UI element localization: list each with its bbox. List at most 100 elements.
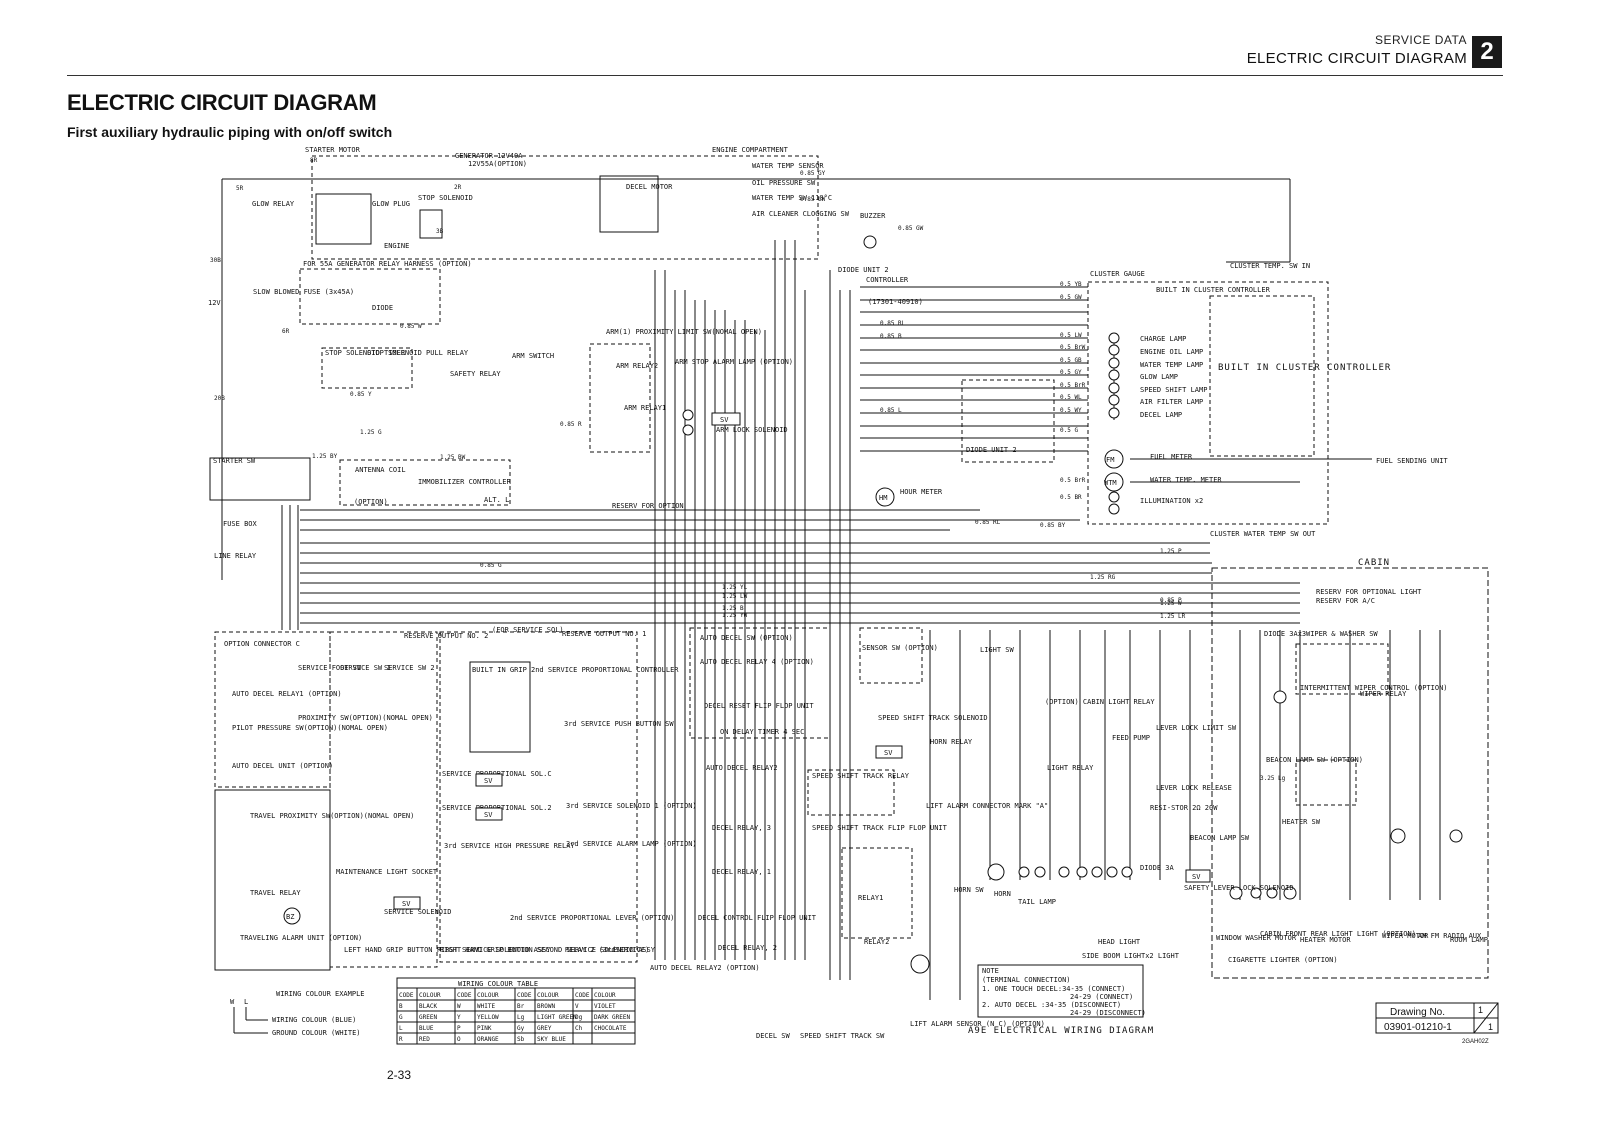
label-decel-relay1: DECEL RELAY, 1 xyxy=(712,868,771,876)
colour-table-cell: Gy xyxy=(517,1025,525,1032)
label-feed-pump: FEED PUMP xyxy=(1112,734,1150,742)
label-arm-switch: ARM SWITCH xyxy=(512,352,554,360)
label-engine-compartment: ENGINE COMPARTMENT xyxy=(712,146,789,154)
drawing-no: 03901-01210-1 xyxy=(1384,1022,1452,1033)
label-auto-decel-relay1: AUTO DECEL RELAY1 (OPTION) xyxy=(232,690,342,698)
label-fuel-sending: FUEL SENDING UNIT xyxy=(1376,457,1448,465)
label-3rd-alarm: 3rd SERVICE ALARM LAMP (OPTION) xyxy=(566,840,697,848)
label-wtm: WTM xyxy=(1104,479,1117,487)
wire-label: 0.5 BrR xyxy=(1060,382,1086,389)
label-heater-motor: HEATER MOTOR xyxy=(1300,936,1351,944)
page-number: 2-33 xyxy=(387,1068,412,1082)
wire-label: 0.5 WL xyxy=(1060,394,1082,401)
colour-table-cell: PINK xyxy=(477,1025,492,1032)
drawing-no-label: Drawing No. xyxy=(1390,1007,1445,1018)
label-water-temp-sensor: WATER TEMP SENSOR xyxy=(752,162,824,170)
wire-label: 0.85 G xyxy=(480,562,502,569)
colour-table-cell: Y xyxy=(457,1014,461,1021)
label-generator2: 12V55A(OPTION) xyxy=(468,160,527,168)
label-cabin-front-rear: CABIN FRONT REAR LIGHT LIGHT (OPTION) xyxy=(1260,930,1416,938)
label-auto-decel-relay2b: AUTO DECEL RELAY2 (OPTION) xyxy=(650,964,760,972)
note-l1: 1. ONE TOUCH DECEL:34-35 (CONNECT) xyxy=(982,985,1125,993)
label-speed-shift-relay: SPEED SHIFT TRACK RELAY xyxy=(812,772,910,780)
label-arm-stop-alarm: ARM STOP ALARM LAMP (OPTION) xyxy=(675,358,793,366)
label-water-temp-meter: WATER TEMP. METER xyxy=(1150,476,1222,484)
label-arm-relay1: ARM RELAY1 xyxy=(624,404,666,412)
wire-label: 6R xyxy=(282,328,290,335)
label-horn: HORN xyxy=(994,890,1011,898)
running-title: ELECTRIC CIRCUIT DIAGRAM xyxy=(1246,50,1467,67)
label-water-temp-lamp: WATER TEMP LAMP xyxy=(1140,361,1203,369)
page-subtitle: First auxiliary hydraulic piping with on… xyxy=(67,124,393,140)
label-option-imm: (OPTION) xyxy=(354,498,388,506)
note-l2b: 24-29 (DISCONNECT) xyxy=(1070,1009,1146,1017)
label-fuse-box: FUSE BOX xyxy=(223,520,258,528)
label-decel-control: DECEL CONTROL FLIP FLOP UNIT xyxy=(698,914,817,922)
label-water-temp-sw: WATER TEMP SW 110°C xyxy=(752,194,832,202)
sv-label: SV xyxy=(884,749,893,757)
wire-label: 0.5 YB xyxy=(1060,281,1082,288)
wire-label: 0.5 GY xyxy=(1060,369,1082,376)
label-engine-oil-lamp: ENGINE OIL LAMP xyxy=(1140,348,1203,356)
wire-label: 0.85 B xyxy=(880,333,902,340)
built-in-cluster-label: BUILT IN CLUSTER CONTROLLER xyxy=(1218,363,1391,373)
label-window-washer: WINDOW WASHER MOTOR xyxy=(1216,934,1297,942)
colour-table-cell: BLUE xyxy=(419,1025,434,1032)
label-cluster-water-out: CLUSTER WATER TEMP SW OUT xyxy=(1210,530,1316,538)
colour-table-cell: V xyxy=(575,1003,579,1010)
example-blue: WIRING COLOUR (BLUE) xyxy=(272,1016,356,1024)
label-buzzer: BUZZER xyxy=(860,212,886,220)
label-sensor-sw: SENSOR SW (OPTION) xyxy=(862,644,938,652)
label-traveling-alarm: TRAVELING ALARM UNIT (OPTION) xyxy=(240,934,362,942)
label-tail-lamp: TAIL LAMP xyxy=(1018,898,1056,906)
section-label: SERVICE DATA xyxy=(1374,33,1467,47)
wire-label: 0.85 BY xyxy=(1040,522,1066,529)
label-controller: CONTROLLER xyxy=(866,276,909,284)
label-intermittent: INTERMITTENT WIPER CONTROL (OPTION) xyxy=(1300,684,1448,692)
label-stop-solenoid: STOP SOLENOID xyxy=(418,194,473,202)
colour-table-cell: G xyxy=(399,1014,403,1021)
note-l2: 2. AUTO DECEL :34-35 (DISCONNECT) xyxy=(982,1001,1121,1009)
label-beacon-sw2: BEACON LAMP SW (OPTION) xyxy=(1266,756,1363,764)
diagram-title: A9E ELECTRICAL WIRING DIAGRAM xyxy=(968,1026,1154,1036)
label-fuel-meter: FUEL METER xyxy=(1150,453,1193,461)
colour-table-cell: GREEN xyxy=(419,1014,437,1021)
label-travel-relay: TRAVEL RELAY xyxy=(250,889,301,897)
colour-table-header: CODE xyxy=(575,992,590,999)
label-controller-no: (17301-40910) xyxy=(868,298,923,306)
label-speed-shift-sol: SPEED SHIFT TRACK SOLENOID xyxy=(878,714,988,722)
colour-table-cell: SKY BLUE xyxy=(537,1036,566,1043)
label-decel-reset: DECEL RESET FLIP FLOP UNIT xyxy=(704,702,814,710)
colour-table-header: CODE xyxy=(457,992,472,999)
example-white: GROUND COLOUR (WHITE) xyxy=(272,1029,361,1037)
label-decel-sw: DECEL SW xyxy=(756,1032,791,1040)
label-battery-v: 12V xyxy=(208,299,221,307)
page-title: ELECTRIC CIRCUIT DIAGRAM xyxy=(67,90,377,115)
label-reserv-light: RESERV FOR OPTIONAL LIGHT xyxy=(1316,588,1422,596)
label-cabin-light-relay: (OPTION) CABIN LIGHT RELAY xyxy=(1045,698,1155,706)
colour-table-cell: YELLOW xyxy=(477,1014,499,1021)
label-safety-relay: SAFETY RELAY xyxy=(450,370,501,378)
note-title: NOTE xyxy=(982,967,999,975)
colour-table-cell: R xyxy=(399,1036,403,1043)
label-oil-pressure: OIL PRESSURE SW xyxy=(752,179,816,187)
colour-table-cell: BLACK xyxy=(419,1003,437,1010)
wire-label: 1.25 BY xyxy=(312,453,338,460)
label-wiper-relay: WIPER RELAY xyxy=(1360,690,1407,698)
label-auto-decel-unit: AUTO DECEL UNIT (OPTION) xyxy=(232,762,333,770)
label-speed-shift-sw: SPEED SHIFT TRACK SW xyxy=(800,1032,885,1040)
figure-id: 2GAH02Z xyxy=(1462,1039,1489,1045)
label-2nd-lever: 2nd SERVICE PROPORTIONAL LEVER (OPTION) xyxy=(510,914,674,922)
label-stop-timer: STOP SOLENOID TIMER xyxy=(325,349,406,357)
wire-label: 1.25 BW xyxy=(440,454,466,461)
label-light-sw: LIGHT SW xyxy=(980,646,1015,654)
label-decel-lamp: DECEL LAMP xyxy=(1140,411,1182,419)
label-speed-shift-ff: SPEED SHIFT TRACK FLIP FLOP UNIT xyxy=(812,824,948,832)
label-cigarette: CIGARETTE LIGHTER (OPTION) xyxy=(1228,956,1338,964)
label-head-light: HEAD LIGHT xyxy=(1098,938,1141,946)
label-relay2: RELAY2 xyxy=(864,938,889,946)
label-line-relay: LINE RELAY xyxy=(214,552,257,560)
colour-table-cell: O xyxy=(457,1036,461,1043)
label-safety-lever: SAFETY LEVER LOCK SOLENOID xyxy=(1184,884,1294,892)
label-left-grip: LEFT HAND GRIP BUTTON FIRST SERVICE SOLE… xyxy=(344,946,551,954)
